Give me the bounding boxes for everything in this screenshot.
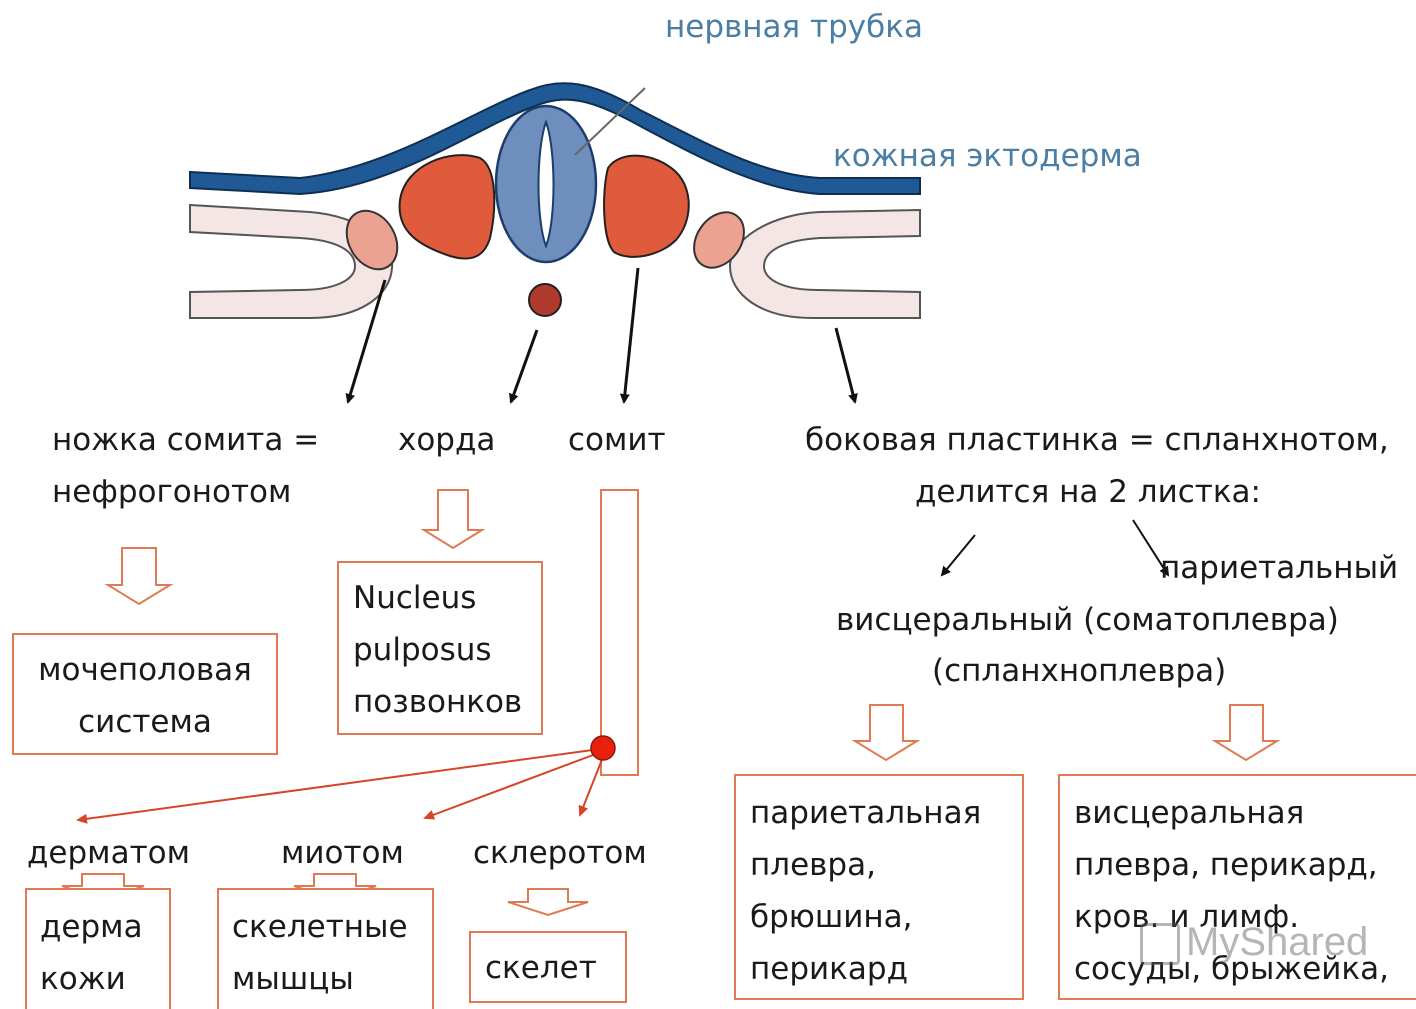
lateral-plate-label-line2: делится на 2 листка: bbox=[915, 477, 1261, 508]
box-line: позвонков bbox=[353, 687, 522, 718]
somite-label: сомит bbox=[568, 425, 666, 456]
arrow-visceral bbox=[942, 535, 975, 575]
neural-tube-label: нервная трубка bbox=[665, 12, 923, 43]
box-line: pulposus bbox=[353, 635, 492, 666]
watermark-text: MyShared bbox=[1186, 920, 1368, 964]
skeleton-box: скелет bbox=[469, 931, 627, 1003]
parietal-pleura-box: париетальная плевра, брюшина, перикард bbox=[734, 774, 1024, 1000]
lateral-plate-label-line1: боковая пластинка = спланхнотом, bbox=[805, 425, 1389, 456]
hollow-arrow-nephrotome bbox=[108, 548, 170, 604]
sclerotome-label: склеротом bbox=[473, 838, 647, 869]
nephrotome-left bbox=[337, 202, 408, 279]
arrow-lateral-plate bbox=[836, 328, 855, 402]
hollow-arrow-visceral bbox=[1215, 705, 1277, 760]
hollow-arrow-notochord bbox=[424, 490, 482, 548]
arrow-to-myotome bbox=[425, 752, 601, 818]
neural-canal bbox=[539, 122, 554, 246]
box-line: кожи bbox=[40, 964, 126, 995]
bar-chart-icon bbox=[1140, 923, 1180, 965]
box-line: плевра, bbox=[750, 850, 876, 881]
visceral-label-line2: (спланхноплевра) bbox=[932, 656, 1226, 687]
box-line: перикард bbox=[750, 954, 908, 985]
derma-box: дерма кожи bbox=[25, 888, 171, 1009]
lateral-plate-right bbox=[730, 210, 920, 318]
arrow-to-sclerotome bbox=[580, 757, 603, 815]
somite-stalk-label-line2: нефрогонотом bbox=[52, 477, 291, 508]
box-line: мышцы bbox=[232, 964, 354, 995]
box-line: висцеральная bbox=[1074, 798, 1304, 829]
parietal-label: париетальный bbox=[1160, 553, 1398, 584]
dermatome-label: дерматом bbox=[27, 838, 190, 869]
nucleus-pulposus-box: Nucleus pulposus позвонков bbox=[337, 561, 543, 735]
hollow-arrow-parietal bbox=[855, 705, 917, 760]
myotome-label: миотом bbox=[281, 838, 404, 869]
visceral-pleura-box: висцеральная плевра, перикард, кров. и л… bbox=[1058, 774, 1416, 1000]
somite-branch-dot bbox=[591, 736, 615, 760]
box-line: брюшина, bbox=[750, 902, 913, 933]
visceral-label-line1: висцеральный (соматоплевра) bbox=[836, 605, 1339, 636]
arrow-to-dermatome bbox=[78, 749, 600, 820]
box-line: система bbox=[14, 707, 276, 738]
skeletal-muscles-box: скелетные мышцы bbox=[217, 888, 434, 1009]
somite-stalk-label-line1: ножка сомита = bbox=[52, 425, 319, 456]
urogenital-system-box: мочеполовая система bbox=[12, 633, 278, 755]
somite-column bbox=[601, 490, 638, 775]
hollow-arrow-sclerotome bbox=[508, 889, 588, 915]
notochord-label: хорда bbox=[398, 425, 495, 456]
somite-left bbox=[400, 155, 495, 258]
box-line: париетальная bbox=[750, 798, 981, 829]
box-line: мочеполовая bbox=[14, 655, 276, 686]
notochord-circle bbox=[529, 284, 561, 316]
somite-right bbox=[604, 156, 689, 257]
box-line: скелет bbox=[485, 953, 597, 984]
box-line: Nucleus bbox=[353, 583, 476, 614]
skin-ectoderm-label: кожная эктодерма bbox=[833, 141, 1142, 172]
watermark-logo: MyShared bbox=[1140, 920, 1368, 965]
box-line: скелетные bbox=[232, 912, 408, 943]
box-line: дерма bbox=[40, 912, 143, 943]
box-line: плевра, перикард, bbox=[1074, 850, 1378, 881]
arrow-somite bbox=[624, 268, 638, 402]
arrow-notochord bbox=[511, 330, 537, 402]
